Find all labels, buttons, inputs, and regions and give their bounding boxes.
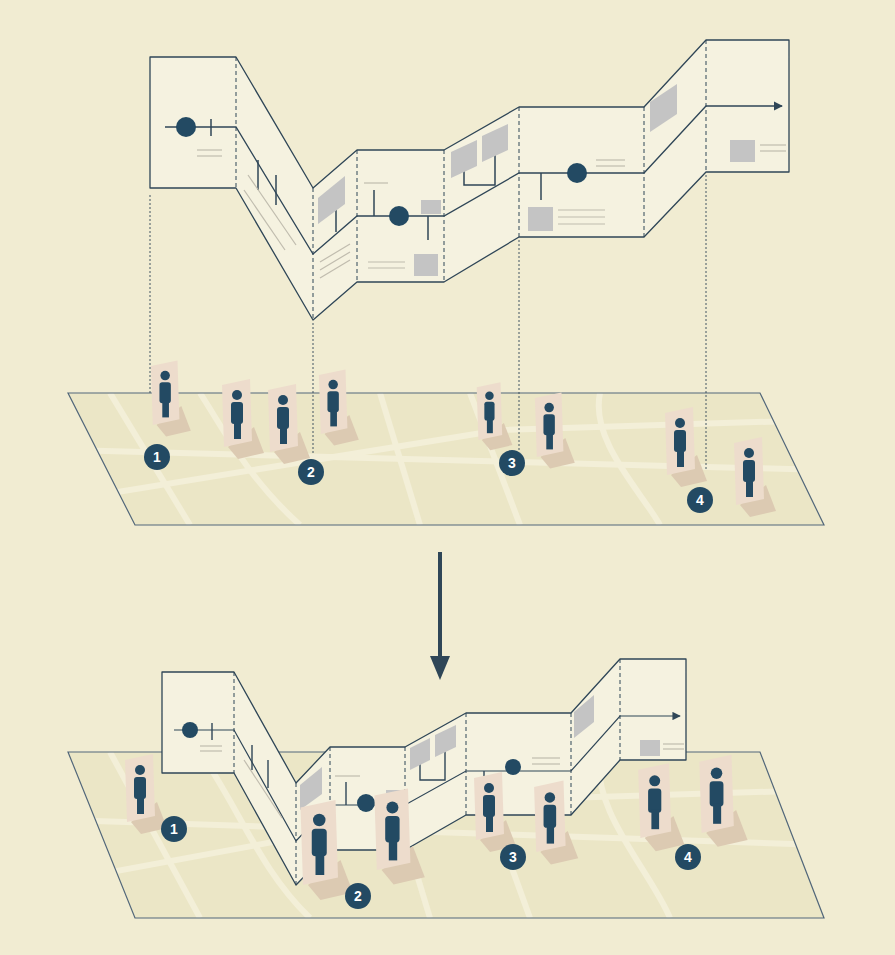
callout-number: 4 <box>687 487 713 513</box>
callout-number: 1 <box>144 444 170 470</box>
callout-text: 4 <box>696 492 704 508</box>
figure-stands-top <box>151 360 776 517</box>
leader-lines <box>150 175 706 470</box>
callout-text: 3 <box>509 849 517 865</box>
callout-number: 3 <box>500 844 526 870</box>
callout-number: 2 <box>345 883 371 909</box>
callout-number: 4 <box>675 844 701 870</box>
callout-text: 2 <box>307 464 315 480</box>
folded-timeline-top <box>150 40 789 320</box>
figure-stands-bottom-front <box>301 772 579 900</box>
callout-text: 3 <box>508 455 516 471</box>
folded-timeline-bottom <box>162 659 686 885</box>
transition-arrow <box>430 552 450 680</box>
callout-number: 2 <box>298 459 324 485</box>
callout-text: 4 <box>684 849 692 865</box>
callout-text: 1 <box>153 449 161 465</box>
callout-number: 1 <box>161 816 187 842</box>
callout-text: 2 <box>354 888 362 904</box>
callout-number: 3 <box>499 450 525 476</box>
callout-text: 1 <box>170 821 178 837</box>
